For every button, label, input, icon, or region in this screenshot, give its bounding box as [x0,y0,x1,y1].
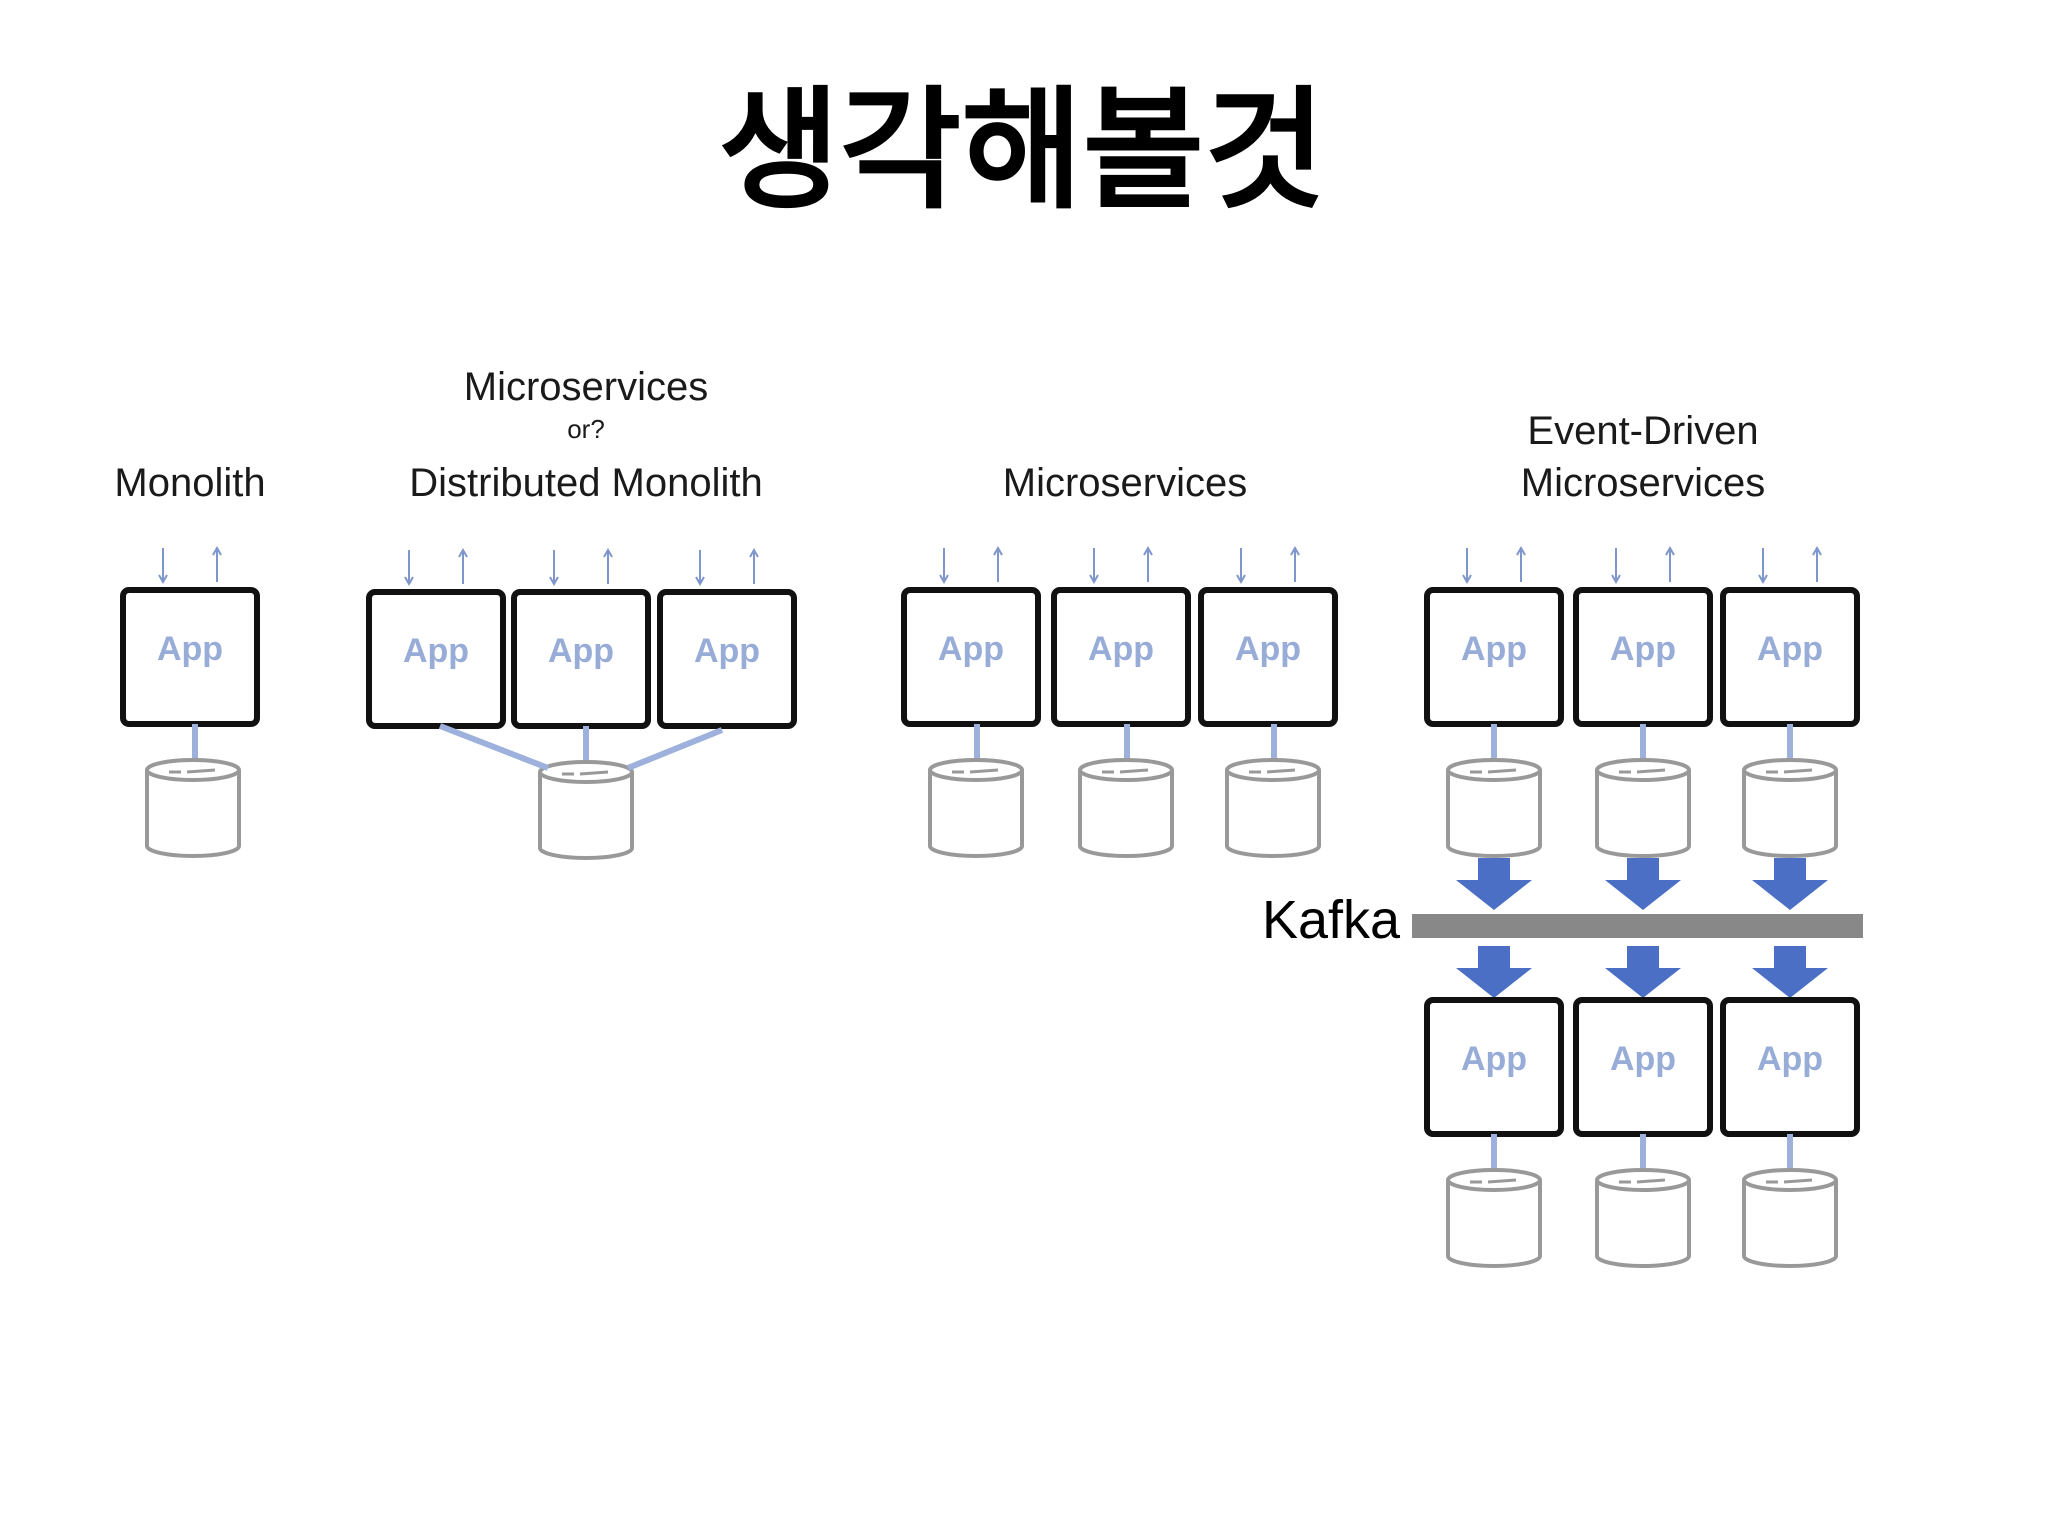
response-arrow-head [212,545,222,556]
request-arrow-head [1611,574,1621,585]
app-label: App [1088,630,1154,668]
database-mark [1783,768,1813,774]
database-top [1742,758,1838,782]
app-label: App [548,632,614,670]
label-monolith: Monolith [114,461,265,505]
database-mark [1636,768,1666,774]
slide-title: 생각해볼것 [718,74,1325,228]
database-mark [186,768,216,774]
response-arrow-head [749,547,759,558]
database-mark [1266,768,1296,774]
app-label: App [938,630,1004,668]
label-distributed-top: Microservices [464,365,708,409]
database-mark [969,768,999,774]
database-body [1595,770,1691,858]
flow-arrow [1605,858,1681,910]
database-body [145,770,241,858]
database-top [1595,758,1691,782]
label-distributed-or: or? [567,414,605,444]
database-top [928,758,1024,782]
database-top [1446,758,1542,782]
database-mark [1487,1178,1517,1184]
app-label: App [1757,1040,1823,1078]
label-distributed-bottom: Distributed Monolith [409,461,763,505]
database-mark [1636,1178,1666,1184]
database-mark [1119,768,1149,774]
response-arrow-head [1143,545,1153,556]
request-arrow-head [1462,574,1472,585]
kafka-label: Kafka [1262,890,1401,950]
database-top [1225,758,1321,782]
database-body [538,772,634,860]
request-arrow-head [549,576,559,587]
app-label: App [403,632,469,670]
app-label: App [1461,1040,1527,1078]
db-connector [626,727,724,771]
response-arrow-head [1290,545,1300,556]
label-event-driven-line2: Microservices [1521,461,1765,505]
response-arrow-head [1665,545,1675,556]
database-body [1446,1180,1542,1268]
request-arrow-head [158,574,168,585]
database-body [1446,770,1542,858]
app-box [511,589,651,729]
app-label: App [157,630,223,668]
flow-arrow [1752,858,1828,910]
app-box [366,589,506,729]
database-mark [1487,768,1517,774]
response-arrow-head [1516,545,1526,556]
database-top [145,758,241,782]
database-top [1446,1168,1542,1192]
database-top [538,760,634,784]
database-top [1742,1168,1838,1192]
label-event-driven-line1: Event-Driven [1527,409,1758,453]
database-mark [579,770,609,776]
request-arrow-head [1089,574,1099,585]
response-arrow-head [458,547,468,558]
database-body [1595,1180,1691,1268]
database-body [1078,770,1174,858]
response-arrow-head [603,547,613,558]
label-microservices: Microservices [1003,461,1247,505]
request-arrow-head [1236,574,1246,585]
database-mark [1783,1178,1813,1184]
db-connector [438,723,550,771]
kafka-bar [1412,914,1863,938]
response-arrow-head [993,545,1003,556]
flow-arrow [1752,946,1828,998]
request-arrow-head [939,574,949,585]
flow-arrow [1605,946,1681,998]
app-label: App [1610,630,1676,668]
database-top [1078,758,1174,782]
database-top [1595,1168,1691,1192]
app-box [1051,587,1191,727]
app-label: App [1235,630,1301,668]
app-label: App [1461,630,1527,668]
request-arrow-head [1758,574,1768,585]
app-label: App [694,632,760,670]
app-box [901,587,1041,727]
app-label: App [1610,1040,1676,1078]
response-arrow-head [1812,545,1822,556]
app-box [1198,587,1338,727]
request-arrow-head [404,576,414,587]
database-body [1225,770,1321,858]
database-body [1742,1180,1838,1268]
app-box [120,587,260,727]
database-body [1742,770,1838,858]
app-box [657,589,797,729]
request-arrow-head [695,576,705,587]
app-label: App [1757,630,1823,668]
database-body [928,770,1024,858]
flow-arrow [1456,858,1532,910]
flow-arrow [1456,946,1532,998]
